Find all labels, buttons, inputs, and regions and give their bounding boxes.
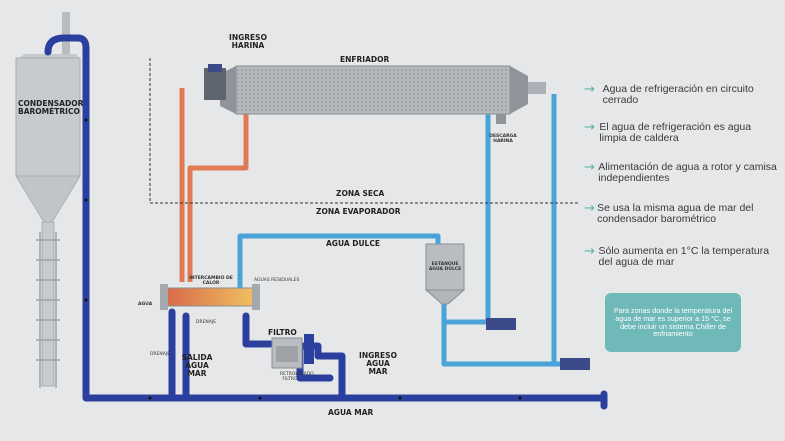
sea-water-filter — [271, 337, 303, 369]
label-agua: AGUA — [138, 302, 153, 307]
pumps — [304, 318, 590, 370]
label-descarga-harina: DESCARGA HARINA — [489, 134, 517, 144]
arrow-right-icon: → — [584, 201, 595, 216]
label-zona-seca: ZONA SECA — [336, 189, 385, 198]
label-zona-evaporador: ZONA EVAPORADOR — [316, 207, 401, 216]
arrow-right-icon: → — [584, 244, 595, 259]
flow-arrows — [84, 118, 522, 400]
label-agua-dulce: AGUA DULCE — [326, 239, 380, 248]
zone-divider — [149, 58, 580, 204]
label-salida-agua-mar: SALIDA AGUA MAR — [181, 353, 213, 378]
label-retrolavado: RETROLAVADO FILTRO — [280, 372, 314, 382]
note-1: → Agua de refrigeración en circuito cerr… — [584, 82, 754, 106]
label-estanque: ESTANQUE AGUA DULCE — [428, 262, 462, 272]
fresh-water-tank — [424, 243, 466, 305]
note-2: → El agua de refrigeración es agua limpi… — [584, 120, 752, 144]
label-intercambio: INTERCAMBIO DE CALOR — [189, 276, 233, 286]
barometric-condenser — [15, 12, 81, 388]
hot-water-pipes — [179, 84, 249, 282]
arrow-right-icon: → — [584, 160, 595, 175]
fresh-water-pipes — [237, 90, 560, 367]
chiller-callout: Para zonas donde la temperatura del agua… — [605, 293, 741, 352]
note-5: → Sólo aumenta en 1°C la temperatura del… — [584, 244, 770, 268]
label-condensador: CONDENSADOR BAROMÉTRICO — [18, 99, 84, 116]
heat-exchanger — [160, 284, 260, 310]
label-ingreso-harina: INGRESO HARINA — [229, 33, 267, 50]
note-4: → Se usa la misma agua de mar del conden… — [584, 201, 754, 225]
cooler-unit — [204, 64, 546, 124]
label-drenaje: DRENAJE — [196, 320, 217, 325]
label-drenaje-2: DRENAJE — [150, 352, 171, 357]
arrow-right-icon: → — [584, 82, 595, 97]
label-ingreso-agua-mar: INGRESO AGUA MAR — [359, 351, 397, 376]
note-3: → Alimentación de agua a rotor y camisa … — [584, 160, 777, 184]
arrow-right-icon: → — [584, 120, 595, 135]
label-aguas-residuales: AGUAS RESIDUALES — [254, 278, 300, 283]
label-enfriador: ENFRIADOR — [340, 55, 390, 64]
label-filtro: FILTRO — [268, 328, 297, 337]
label-agua-mar: AGUA MAR — [328, 408, 374, 417]
